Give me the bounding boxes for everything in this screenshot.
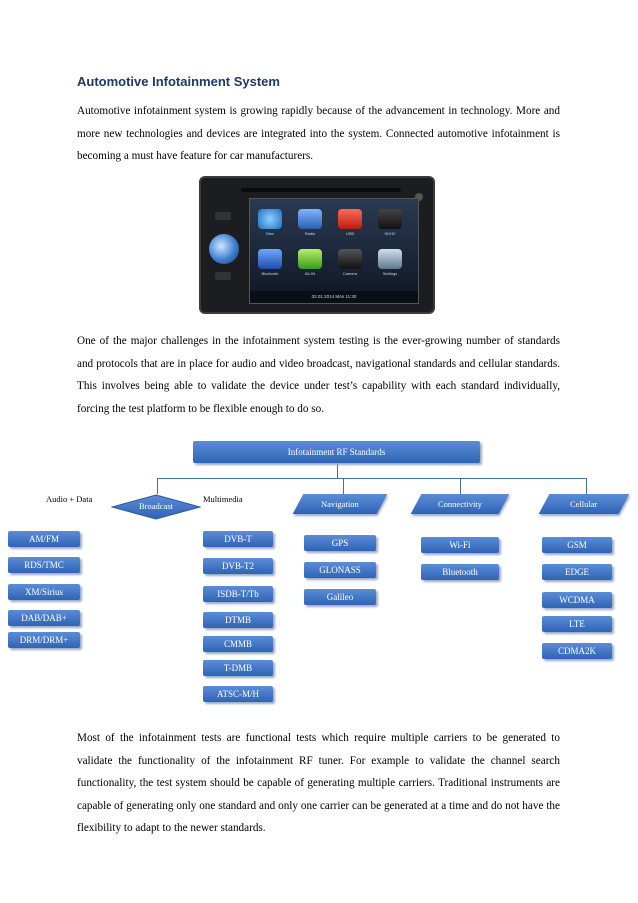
standard-box: GPS [304, 535, 376, 551]
paragraph-intro: Automotive infotainment system is growin… [77, 105, 560, 163]
standard-box: GLONASS [304, 562, 376, 578]
side-button [215, 272, 231, 280]
connector-line [337, 463, 338, 478]
settings-icon [378, 249, 402, 269]
usb-icon [338, 209, 362, 229]
standard-box: RDS/TMC [8, 557, 80, 573]
paragraph-challenges: One of the major challenges in the infot… [77, 335, 560, 415]
standard-box: XM/Sirius [8, 584, 80, 600]
multimedia-label: Multimedia [203, 494, 243, 504]
standard-box: GSM [542, 537, 612, 553]
paragraph-functional-tests: Most of the infotainment tests are funct… [77, 732, 560, 835]
connector-line [460, 478, 461, 494]
volume-knob [209, 234, 239, 264]
radio-icon [298, 209, 322, 229]
tile-label: SDHC [384, 231, 396, 236]
tile-label: Radio [304, 231, 316, 236]
tile-label: AV-IN [304, 271, 316, 276]
connector-line [586, 478, 587, 494]
diagram-root: Infotainment RF Standards [193, 441, 480, 463]
av-in-icon [298, 249, 322, 269]
standard-box: EDGE [542, 564, 612, 580]
cellular-category: Cellular [538, 494, 630, 514]
standard-box: CMMB [203, 636, 273, 652]
standard-box: ISDB-T/Tb [203, 586, 273, 602]
standard-box: Galileo [304, 589, 376, 605]
broadcast-diamond [111, 494, 201, 520]
broadcast-label: Broadcast [139, 501, 173, 511]
connector-line [157, 478, 586, 479]
head-unit-screen: Disc Radio USB SDHC Bluetooth AV-IN Came… [249, 198, 419, 304]
tile-label: Settings [382, 271, 398, 276]
cellular-label: Cellular [570, 499, 598, 509]
standard-box: AM/FM [8, 531, 80, 547]
standard-box: Wi-Fi [421, 537, 499, 553]
navigation-category: Navigation [292, 494, 388, 514]
disc-icon [258, 209, 282, 229]
bluetooth-icon [258, 249, 282, 269]
section-title: Automotive Infotainment System [77, 74, 280, 89]
connector-line [343, 478, 344, 494]
navigation-label: Navigation [321, 499, 359, 509]
side-button [215, 212, 231, 220]
connector-line [157, 478, 158, 494]
tile-label: Disc [266, 231, 274, 236]
standard-box: DVB-T2 [203, 558, 273, 574]
standard-box: Bluetooth [421, 564, 499, 580]
tile-label: Bluetooth [261, 271, 279, 276]
standard-box: T-DMB [203, 660, 273, 676]
standard-box: DRM/DRM+ [8, 632, 80, 648]
infotainment-head-unit-image: Disc Radio USB SDHC Bluetooth AV-IN Came… [199, 176, 435, 314]
audio-data-label: Audio + Data [46, 494, 93, 504]
standard-box: DVB-T [203, 531, 273, 547]
disc-slot [241, 188, 401, 192]
standard-box: LTE [542, 616, 612, 632]
eject-button [415, 193, 423, 201]
connectivity-label: Connectivity [438, 499, 482, 509]
sdhc-icon [378, 209, 402, 229]
tile-label: USB [345, 231, 355, 236]
status-bar: 02.01.2014 Mon 11:30 [250, 291, 418, 303]
standard-box: ATSC-M/H [203, 686, 273, 702]
standard-box: DTMB [203, 612, 273, 628]
standard-box: CDMA2K [542, 643, 612, 659]
standard-box: WCDMA [542, 592, 612, 608]
camera-icon [338, 249, 362, 269]
connectivity-category: Connectivity [410, 494, 510, 514]
tile-label: Camera [342, 271, 358, 276]
standard-box: DAB/DAB+ [8, 610, 80, 626]
